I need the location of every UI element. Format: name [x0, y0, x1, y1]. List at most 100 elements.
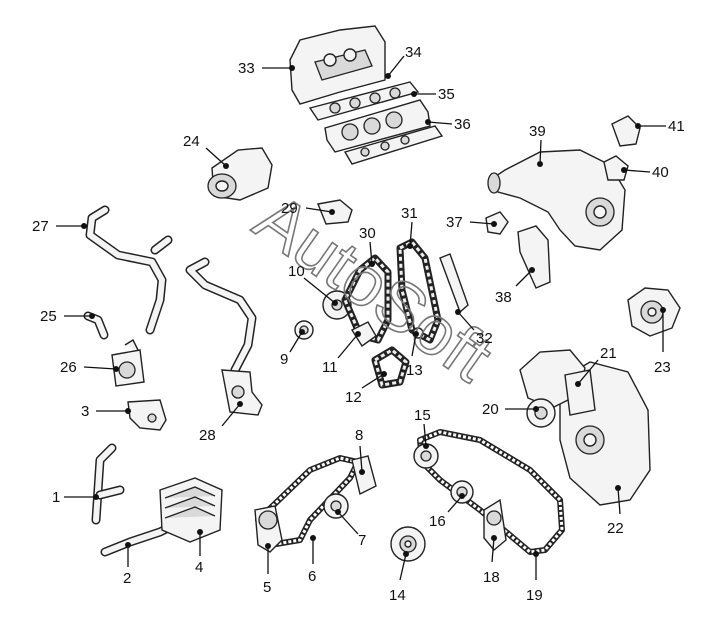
callout-label-1: 1	[52, 489, 60, 506]
part-temperature-sensor	[485, 211, 509, 235]
part-coolant-hose-valve	[185, 257, 263, 416]
callout-34: 34	[385, 44, 422, 79]
callout-label-36: 36	[454, 116, 471, 133]
part-intake-manifold	[324, 99, 431, 153]
part-elbow-connector	[611, 115, 641, 147]
part-crank-pulley	[390, 526, 426, 562]
part-belt-tensioner	[483, 498, 507, 551]
callout-label-13: 13	[406, 362, 423, 379]
callout-24: 24	[183, 133, 229, 169]
callout-39: 39	[529, 123, 546, 167]
part-timing-chain-right	[396, 238, 442, 344]
callout-11: 11	[322, 331, 361, 376]
callout-label-37: 37	[446, 214, 463, 231]
callout-21: 21	[575, 345, 617, 387]
callout-7: 7	[335, 509, 366, 549]
callout-29: 29	[281, 200, 335, 217]
part-timing-chain-left	[341, 254, 392, 344]
callout-22: 22	[607, 485, 624, 537]
callout-37: 37	[446, 214, 497, 231]
part-gasket-lower	[343, 125, 444, 165]
callout-label-38: 38	[495, 289, 512, 306]
callout-label-31: 31	[401, 205, 418, 222]
part-alternator	[207, 147, 273, 201]
callout-18: 18	[483, 535, 500, 586]
callout-27: 27	[32, 218, 87, 235]
callout-label-20: 20	[482, 401, 499, 418]
callout-1: 1	[52, 489, 99, 506]
callout-label-35: 35	[438, 86, 455, 103]
callout-label-27: 27	[32, 218, 49, 235]
callout-label-10: 10	[288, 263, 305, 280]
callout-33: 33	[238, 60, 295, 77]
part-tensioner-rail	[439, 253, 469, 314]
callout-6: 6	[308, 535, 316, 585]
callout-12: 12	[345, 371, 387, 406]
callout-4: 4	[195, 529, 203, 576]
callout-2: 2	[123, 542, 131, 587]
part-crank-sprocket	[371, 346, 410, 389]
part-belt-accessory	[255, 455, 361, 548]
part-belt-main	[417, 429, 565, 555]
callout-14: 14	[389, 551, 409, 604]
callout-label-22: 22	[607, 520, 624, 537]
part-water-pump	[627, 287, 681, 337]
part-cylinder-head-cover	[289, 25, 386, 105]
part-pulley-15	[413, 443, 439, 469]
callout-label-6: 6	[308, 568, 316, 585]
part-hose-stub	[83, 311, 109, 340]
callout-label-14: 14	[389, 587, 406, 604]
part-thermostat-housing	[487, 149, 626, 251]
part-idler-pulley	[526, 398, 556, 428]
callout-25: 25	[40, 308, 95, 325]
callout-15: 15	[414, 407, 431, 449]
part-bracket	[127, 399, 167, 431]
part-tensioner-arm	[351, 455, 377, 496]
callout-label-15: 15	[414, 407, 431, 424]
callout-30: 30	[359, 225, 376, 267]
callout-19: 19	[526, 551, 543, 604]
callout-28: 28	[199, 401, 243, 444]
callout-label-12: 12	[345, 389, 362, 406]
callout-label-33: 33	[238, 60, 255, 77]
callout-8: 8	[355, 427, 365, 475]
callouts: 1 2 3 4 5 6 7 8	[32, 44, 685, 604]
callout-35: 35	[411, 86, 455, 103]
callout-label-40: 40	[652, 164, 669, 181]
callout-label-41: 41	[668, 118, 685, 135]
callout-label-24: 24	[183, 133, 200, 150]
part-tensioner-pulley	[254, 505, 283, 553]
callout-label-18: 18	[483, 569, 500, 586]
callout-label-25: 25	[40, 308, 57, 325]
callout-26: 26	[60, 359, 119, 376]
callout-13: 13	[406, 331, 423, 379]
callout-5: 5	[263, 543, 271, 596]
callout-label-29: 29	[281, 200, 298, 217]
callout-38: 38	[495, 267, 535, 306]
callout-40: 40	[621, 164, 669, 181]
callout-label-9: 9	[280, 351, 288, 368]
callout-label-28: 28	[199, 427, 216, 444]
callout-label-16: 16	[429, 513, 446, 530]
callout-16: 16	[429, 493, 465, 530]
callout-9: 9	[280, 329, 305, 368]
callout-label-19: 19	[526, 587, 543, 604]
part-pulley-16	[450, 480, 474, 504]
callout-label-32: 32	[476, 330, 493, 347]
part-oil-cooler	[159, 477, 223, 543]
part-tensioner	[350, 321, 377, 348]
callout-label-23: 23	[654, 359, 671, 376]
callout-label-4: 4	[195, 559, 203, 576]
callout-label-8: 8	[355, 427, 363, 444]
part-gasket-upper	[308, 81, 420, 121]
callout-label-7: 7	[358, 532, 366, 549]
part-hose-y	[91, 443, 125, 525]
part-auxiliary-pump	[111, 338, 145, 387]
callout-label-21: 21	[600, 345, 617, 362]
part-mount-bracket	[564, 369, 596, 416]
callout-10: 10	[288, 263, 338, 306]
callout-label-26: 26	[60, 359, 77, 376]
callout-23: 23	[654, 307, 671, 376]
callout-label-34: 34	[405, 44, 422, 61]
